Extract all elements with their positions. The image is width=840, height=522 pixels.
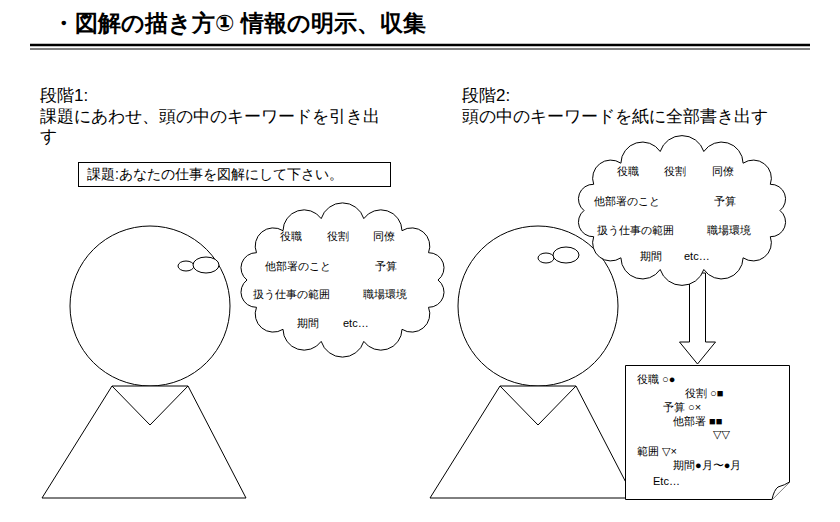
memo-line: 期間●月〜●月: [673, 459, 741, 472]
keyword: 役職: [280, 230, 302, 243]
stage-heading: 段階2:: [462, 86, 510, 106]
block-arrow: [680, 273, 716, 364]
keyword: 役割: [327, 230, 349, 243]
cloud-outline: [572, 138, 792, 283]
keyword: 予算: [714, 195, 736, 208]
keyword: 同僚: [712, 165, 734, 178]
title: ・図解の描き方① 情報の明示、収集: [52, 10, 426, 38]
memo-line: Etc…: [653, 475, 680, 488]
thought-bubble: [193, 257, 219, 273]
title-rule: [30, 49, 810, 50]
stage-heading: 段階1:: [40, 86, 88, 106]
stage-description: 頭の中のキーワードを紙に全部書き出す: [462, 107, 822, 127]
stage-description: 課題にあわせ、頭の中のキーワードを引き出す: [40, 107, 385, 148]
thought-bubble: [178, 261, 194, 271]
keyword: 職場環境: [707, 224, 751, 237]
person-body: [42, 386, 246, 498]
keyword: etc…: [343, 317, 369, 330]
keyword: 扱う仕事の範囲: [597, 224, 674, 237]
thought-cloud: 役職 役割 同僚他部署のこと 予算扱う仕事の範囲 職場環境期間 etc…: [235, 205, 450, 355]
keyword: etc…: [684, 250, 710, 263]
keyword: 扱う仕事の範囲: [253, 288, 330, 301]
cloud-outline: [241, 203, 444, 357]
keyword: 期間: [297, 317, 319, 330]
paper-outline: [625, 365, 790, 500]
paper-outline: [626, 366, 790, 500]
person-head: [70, 226, 230, 386]
task-box: 課題:あなたの仕事を図解にして下さい。: [78, 162, 391, 187]
cloud-outline: [578, 136, 785, 286]
thought-bubble: [538, 253, 554, 263]
keyword: 職場環境: [363, 288, 407, 301]
keyword: 予算: [375, 260, 397, 273]
keyword: 同僚: [373, 230, 395, 243]
thought-bubble: [553, 247, 579, 263]
task-text: 課題:あなたの仕事を図解にして下さい。: [87, 166, 382, 183]
person-collar: [112, 386, 188, 425]
keyword: 他部署のこと: [594, 195, 660, 208]
person-collar: [500, 386, 576, 425]
paper-curl: [772, 482, 790, 500]
keyword: 役職: [617, 165, 639, 178]
memo-line: 予算 ○×: [663, 401, 701, 414]
keyword: 期間: [640, 250, 662, 263]
keyword: 他部署のこと: [265, 260, 331, 273]
cloud-outline: [235, 205, 450, 355]
thought-cloud: 役職 役割 同僚他部署のこと 予算扱う仕事の範囲 職場環境期間 etc…: [572, 138, 792, 283]
memo-line: 他部署 ■■: [673, 415, 722, 428]
person-body: [430, 386, 634, 498]
title-rule: [30, 44, 810, 47]
memo-line: ▽▽: [713, 428, 730, 441]
keyword: 役割: [664, 165, 686, 178]
memo-line: 範囲 ▽×: [637, 445, 677, 458]
memo-line: 役職 ○●: [637, 373, 675, 386]
memo-paper: 役職 ○● 役割 ○■予算 ○×他部署 ■■▽▽ 範囲 ▽×期間●月〜●月 Etc…: [625, 365, 790, 500]
memo-line: 役割 ○■: [685, 387, 723, 400]
